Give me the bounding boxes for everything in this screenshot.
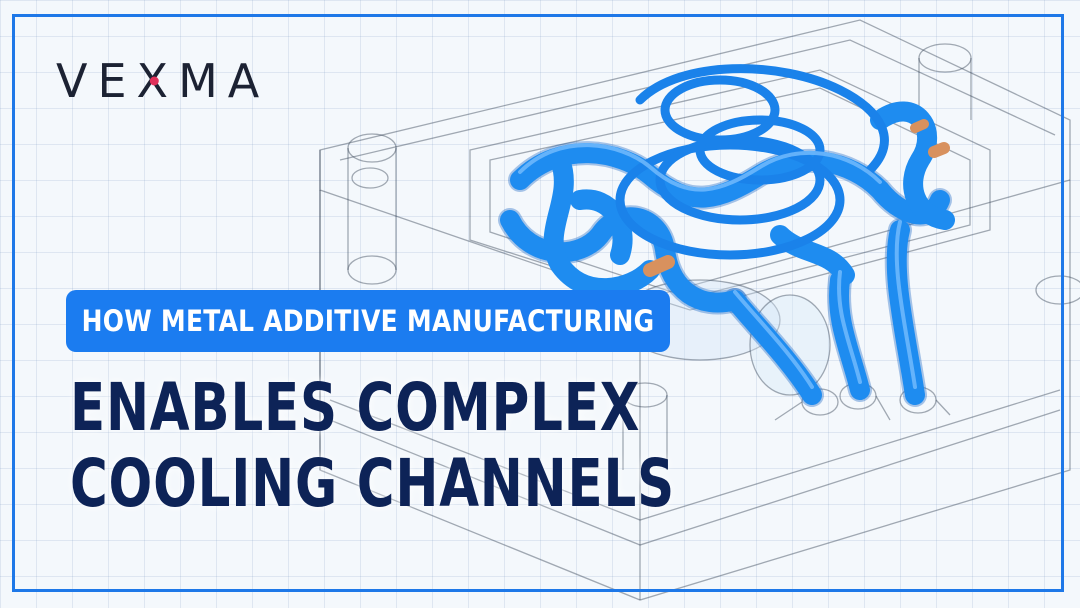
cooling-channels [498,64,955,407]
logo-text-x: X [136,54,179,108]
headline-tag: HOW METAL ADDITIVE MANUFACTURING [81,304,655,338]
headline-line-1: ENABLES COMPLEX [70,369,641,446]
outer-frame [12,14,1064,592]
logo-text-start: VE [56,54,137,108]
vexma-logo: VE X MA [56,54,270,108]
headline-line-2: COOLING CHANNELS [70,445,675,522]
headline-tag-pill: HOW METAL ADDITIVE MANUFACTURING [66,290,670,352]
logo-accent-dot [150,76,160,86]
logo-text-end: MA [178,54,270,108]
headline: ENABLES COMPLEX COOLING CHANNELS [70,369,675,522]
